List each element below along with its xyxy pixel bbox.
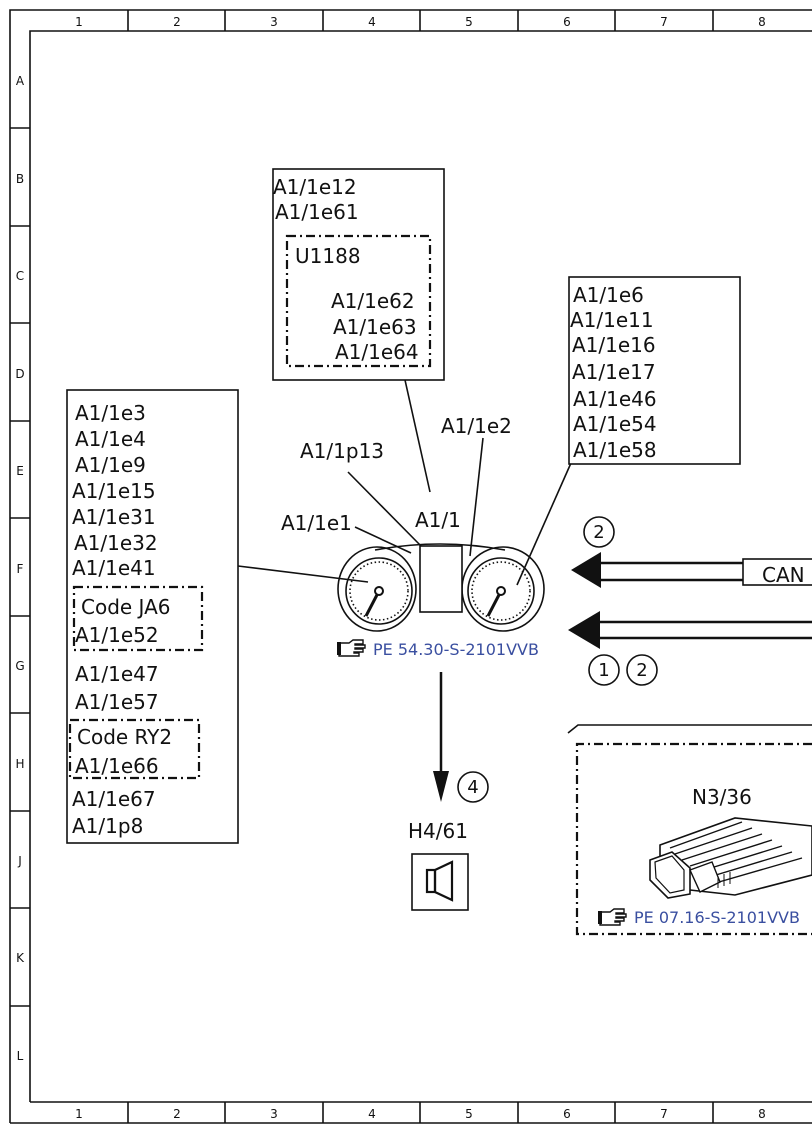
row-F: F: [17, 562, 24, 576]
col-top-4: 4: [368, 15, 376, 29]
box-left-line-9: A1/1e57: [75, 690, 159, 714]
box-left-line-8: A1/1e47: [75, 662, 159, 686]
box-right-line-1: A1/1e6: [573, 283, 644, 307]
marker-circle: [583, 516, 615, 548]
col-top-3: 3: [270, 15, 278, 29]
box-left-line-4: A1/1e15: [72, 479, 156, 503]
col-top-2: 2: [173, 15, 181, 29]
col-bottom-6: 6: [563, 1107, 571, 1121]
box-left-line-3: A1/1e9: [75, 453, 146, 477]
box-top-line-2: A1/1e61: [275, 200, 359, 224]
box-right-line-6: A1/1e54: [573, 412, 657, 436]
control-unit-icon: [649, 817, 812, 899]
upper-marker: 2: [593, 522, 604, 543]
u1188-line-3: A1/1e64: [335, 340, 419, 364]
row-H: H: [15, 757, 24, 771]
speaker-icon: [425, 860, 454, 902]
module-reference-text: PE 07.16-S-2101VVB: [634, 908, 800, 927]
box-top-line-1: A1/1e12: [273, 175, 357, 199]
box-left-line-10: A1/1e67: [72, 787, 156, 811]
col-top-8: 8: [758, 15, 766, 29]
box-left-line-1: A1/1e3: [75, 401, 146, 425]
bus-connections: CAN 2 1 2: [568, 516, 812, 686]
row-C: C: [16, 269, 24, 283]
module-n3-36: N3/36 PE 07.16-S-2101VVB: [567, 724, 812, 936]
marker-circle: [457, 771, 489, 803]
horn-connection: 4 H4/61: [408, 672, 489, 911]
code-ry2-boundary: [68, 718, 201, 780]
code-ja6-title: Code JA6: [81, 595, 171, 619]
box-right-line-7: A1/1e58: [573, 438, 657, 462]
row-D: D: [15, 367, 24, 381]
box-right-line-3: A1/1e16: [572, 333, 656, 357]
code-ry2-line: A1/1e66: [75, 754, 159, 778]
cluster-reference-text: PE 54.30-S-2101VVB: [373, 640, 539, 659]
label-a1-1e2: A1/1e2: [441, 414, 512, 438]
module-reference-link[interactable]: PE 07.16-S-2101VVB: [598, 908, 800, 927]
marker-circle: [626, 654, 658, 686]
label-a1-1p13: A1/1p13: [300, 439, 384, 463]
row-K: K: [16, 951, 25, 965]
u1188-line-2: A1/1e63: [333, 315, 417, 339]
horn-label: H4/61: [408, 819, 468, 843]
box-left: A1/1e3 A1/1e4 A1/1e9 A1/1e15 A1/1e31 A1/…: [66, 389, 239, 844]
row-E: E: [16, 464, 24, 478]
arrow-left-icon: [571, 552, 601, 588]
col-top-1: 1: [75, 15, 83, 29]
leader-lines: [237, 379, 572, 586]
box-left-line-6: A1/1e32: [74, 531, 158, 555]
lower-marker-2: 2: [636, 660, 647, 681]
can-label: CAN: [762, 563, 805, 587]
label-a1-1e1: A1/1e1: [281, 511, 352, 535]
drawing-frame: [9, 9, 812, 1124]
box-right-line-4: A1/1e17: [572, 360, 656, 384]
col-bottom-1: 1: [75, 1107, 83, 1121]
arrow-left-icon: [568, 611, 600, 649]
col-top-6: 6: [563, 15, 571, 29]
box-right-line-5: A1/1e46: [573, 387, 657, 411]
col-bottom-2: 2: [173, 1107, 181, 1121]
pointing-hand-icon: [598, 908, 627, 926]
box-left-line-11: A1/1p8: [72, 814, 143, 838]
module-label: N3/36: [692, 785, 752, 809]
module-boundary: [575, 742, 812, 936]
cluster-reference-link[interactable]: PE 54.30-S-2101VVB: [337, 639, 539, 659]
horn-marker: 4: [467, 777, 478, 798]
row-G: G: [15, 659, 24, 673]
row-B: B: [16, 172, 24, 186]
box-right-line-2: A1/1e11: [570, 308, 654, 332]
box-left-line-5: A1/1e31: [72, 505, 156, 529]
col-bottom-3: 3: [270, 1107, 278, 1121]
col-bottom-5: 5: [465, 1107, 473, 1121]
col-bottom-8: 8: [758, 1107, 766, 1121]
instrument-cluster-icon: [337, 543, 545, 632]
u1188-boundary: [285, 234, 432, 368]
pointing-hand-icon: [337, 639, 366, 657]
box-right: A1/1e6 A1/1e11 A1/1e16 A1/1e17 A1/1e46 A…: [568, 276, 741, 465]
label-a1-1: A1/1: [415, 508, 461, 532]
marker-circle: [588, 654, 620, 686]
box-left-line-2: A1/1e4: [75, 427, 146, 451]
row-A: A: [16, 74, 25, 88]
col-top-7: 7: [660, 15, 668, 29]
arrow-down-icon: [433, 771, 449, 802]
lower-marker-1: 1: [598, 660, 609, 681]
row-J: J: [17, 854, 22, 868]
code-ja6-boundary: [72, 585, 204, 652]
row-L: L: [17, 1049, 24, 1063]
box-top: A1/1e12 A1/1e61 U1188 A1/1e62 A1/1e63 A1…: [272, 168, 445, 381]
code-ja6-line: A1/1e52: [75, 623, 159, 647]
code-ry2-title: Code RY2: [77, 725, 172, 749]
col-bottom-7: 7: [660, 1107, 668, 1121]
column-ruler: 1 2 3 4 5 6 7 8 1 2 3 4 5 6 7 8: [75, 10, 766, 1123]
u1188-title: U1188: [295, 244, 361, 268]
col-top-5: 5: [465, 15, 473, 29]
col-bottom-4: 4: [368, 1107, 376, 1121]
u1188-line-1: A1/1e62: [331, 289, 415, 313]
box-left-line-7: A1/1e41: [72, 556, 156, 580]
row-ruler: A B C D E F G H J K L: [10, 74, 30, 1063]
